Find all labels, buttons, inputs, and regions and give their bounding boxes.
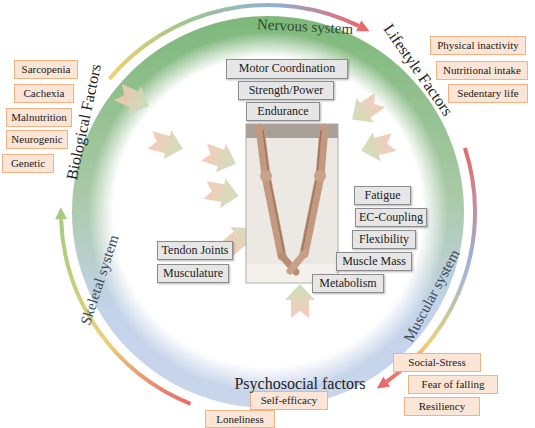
box-text: Metabolism xyxy=(319,277,376,290)
box-text: Resiliency xyxy=(419,400,465,412)
arrow-head xyxy=(55,207,67,219)
influence-arrow xyxy=(285,284,315,318)
factor-box: Endurance xyxy=(246,102,320,121)
box-text: Sarcopenia xyxy=(22,63,71,75)
leg-shade xyxy=(302,130,321,251)
box-text: Motor Coordination xyxy=(239,62,335,75)
factor-box: Musculature xyxy=(157,264,229,283)
cycle-arrow xyxy=(109,5,358,79)
factor-box: Neurogenic xyxy=(6,130,68,149)
influence-arrow xyxy=(199,138,241,178)
factor-box: Resiliency xyxy=(404,397,480,416)
box-text: Self-efficacy xyxy=(261,394,318,406)
box-text: Nutritional intake xyxy=(443,64,521,76)
factor-box: Cachexia xyxy=(14,84,74,103)
factor-box: Physical inactivity xyxy=(430,36,526,55)
box-text: Fatigue xyxy=(365,189,401,202)
photo-background xyxy=(246,124,338,283)
photo-frame xyxy=(246,124,338,283)
leg xyxy=(260,128,282,256)
factor-box: Motor Coordination xyxy=(226,59,348,79)
influence-arrow xyxy=(112,78,155,120)
box-text: Fear of falling xyxy=(422,378,485,390)
box-text: Cachexia xyxy=(24,87,65,99)
factor-box: Tendon Joints xyxy=(157,241,233,260)
box-text: Strength/Power xyxy=(249,84,324,97)
factor-box: Muscle Mass xyxy=(336,252,412,271)
box-text: Loneliness xyxy=(216,413,264,425)
knee xyxy=(314,170,326,182)
factor-box: Malnutrition xyxy=(6,108,72,127)
leg-shade xyxy=(263,130,284,252)
foot xyxy=(290,254,304,271)
box-text: Malnutrition xyxy=(11,111,67,123)
factor-box: Sarcopenia xyxy=(14,60,78,79)
influence-arrow xyxy=(146,126,187,164)
factor-box: Flexibility xyxy=(352,230,416,249)
factor-box: Loneliness xyxy=(205,410,275,428)
factor-box: Self-efficacy xyxy=(250,391,328,410)
box-text: Endurance xyxy=(257,105,308,118)
box-text: Tendon Joints xyxy=(162,244,229,257)
box-text: Sedentary life xyxy=(457,87,518,99)
factor-box: Social-Stress xyxy=(393,353,481,372)
inner-disc xyxy=(88,32,448,392)
factor-box: Fear of falling xyxy=(408,375,498,394)
factor-box: Fatigue xyxy=(354,186,411,205)
box-text: Musculature xyxy=(163,267,223,280)
influence-arrow xyxy=(202,175,241,210)
knee xyxy=(260,170,272,182)
arrow-head xyxy=(356,21,369,32)
influence-arrow xyxy=(357,128,398,166)
factor-box: Metabolism xyxy=(312,274,384,293)
factor-box: Strength/Power xyxy=(238,81,334,100)
arrow-head xyxy=(377,377,390,389)
category-label: Psychosocial factors xyxy=(234,376,365,392)
factor-box: Nutritional intake xyxy=(436,61,528,80)
influence-arrow xyxy=(344,88,389,132)
leg-photo xyxy=(246,124,338,283)
box-text: Social-Stress xyxy=(408,356,465,368)
system-ring xyxy=(72,16,464,408)
box-text: Genetic xyxy=(11,157,45,169)
factor-box: EC-Coupling xyxy=(355,208,427,227)
box-text: Neurogenic xyxy=(11,133,62,145)
box-text: EC-Coupling xyxy=(359,211,423,224)
box-text: Muscle Mass xyxy=(342,255,406,268)
box-text: Flexibility xyxy=(359,233,409,246)
factor-box: Sedentary life xyxy=(448,84,528,103)
factor-box: Genetic xyxy=(2,154,54,173)
box-text: Physical inactivity xyxy=(437,39,519,51)
